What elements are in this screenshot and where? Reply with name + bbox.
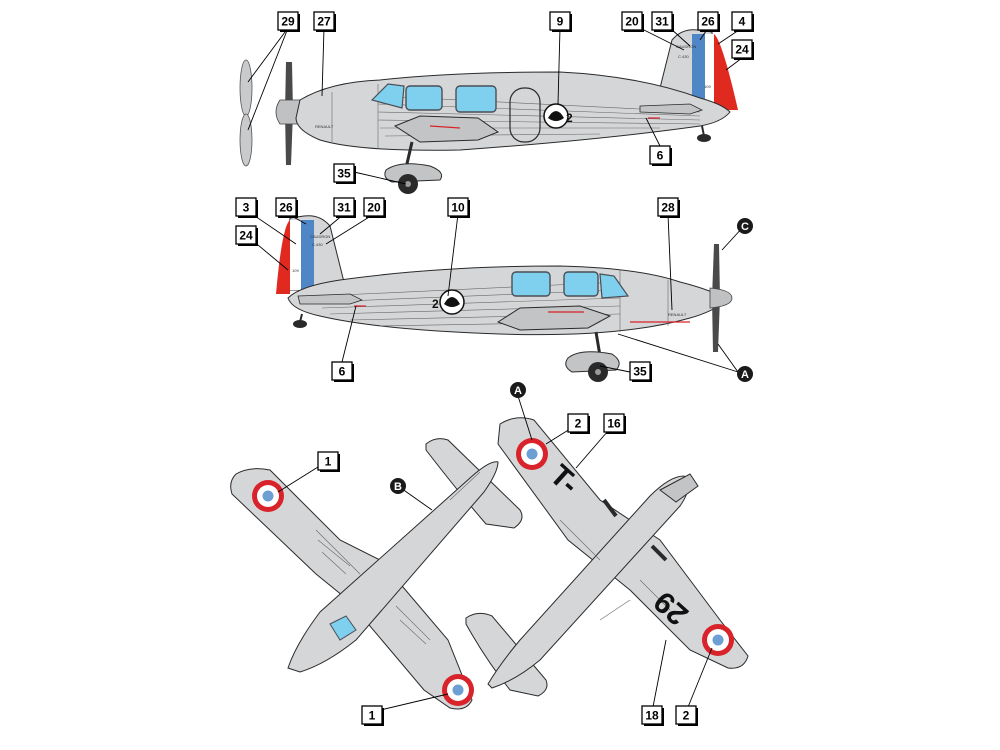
fuselage-number-right: 2 [432, 297, 439, 311]
svg-text:24: 24 [735, 43, 749, 57]
leader-lines [247, 27, 745, 713]
callout-label: 18 [641, 705, 664, 726]
fin-text-1-right: CAUDRON [310, 234, 330, 239]
circle-callout-a-side: A [737, 366, 753, 382]
fin-text-2-right: C.430 [312, 242, 323, 247]
svg-text:27: 27 [317, 15, 331, 29]
circle-callout-c: C [737, 218, 753, 234]
callout-label: 26 [275, 197, 298, 218]
svg-text:35: 35 [337, 167, 351, 181]
svg-text:2: 2 [575, 417, 582, 431]
roundel-icon [442, 674, 474, 706]
svg-text:1: 1 [369, 709, 376, 723]
svg-text:1: 1 [325, 455, 332, 469]
svg-text:6: 6 [657, 149, 664, 163]
fin-text-1: CAUDRON [676, 44, 696, 49]
callout-label: 35 [333, 163, 356, 184]
callouts-bottom: 1 2 16 1 18 2 [317, 413, 698, 726]
callout-label: 31 [651, 11, 674, 32]
callout-label: 6 [331, 361, 354, 382]
roundel-icon [516, 438, 548, 470]
plan-view-lower: T- 29 [465, 417, 749, 697]
propeller-icon [709, 244, 733, 352]
fuselage-number: 2 [566, 111, 573, 125]
svg-text:9: 9 [557, 15, 564, 29]
callout-label: 4 [731, 11, 754, 32]
callout-label: 6 [649, 145, 672, 166]
svg-text:26: 26 [701, 15, 715, 29]
svg-text:C: C [741, 221, 749, 233]
svg-text:18: 18 [645, 709, 659, 723]
svg-text:B: B [394, 481, 402, 493]
svg-text:3: 3 [243, 201, 250, 215]
callouts-top: 29 27 9 20 31 26 4 24 6 35 [277, 11, 754, 184]
fin-code: 109 [704, 84, 711, 89]
svg-text:4: 4 [739, 15, 746, 29]
engine-text: RENAULT [315, 124, 334, 129]
callout-label: 24 [235, 225, 258, 246]
roundel-icon [252, 480, 284, 512]
svg-text:31: 31 [655, 15, 669, 29]
callout-label: 1 [317, 451, 340, 472]
circle-callouts: C A A B [390, 218, 753, 494]
propeller-icon [239, 59, 301, 167]
callout-label: 35 [629, 361, 652, 382]
svg-text:35: 35 [633, 365, 647, 379]
callout-label: 1 [361, 705, 384, 726]
side-profile-left: 2 CAUDRON C.430 109 RENAULT [239, 29, 738, 194]
svg-text:6: 6 [339, 365, 346, 379]
svg-text:29: 29 [281, 15, 295, 29]
callout-label: 27 [313, 11, 336, 32]
callouts-middle: 3 26 31 20 24 10 28 6 35 [235, 197, 680, 382]
callout-label: 28 [657, 197, 680, 218]
callout-label: 3 [235, 197, 258, 218]
callout-label: 20 [363, 197, 386, 218]
svg-text:2: 2 [683, 709, 690, 723]
callout-label: 29 [277, 11, 300, 32]
svg-text:26: 26 [279, 201, 293, 215]
callout-label: 24 [731, 39, 754, 60]
svg-text:31: 31 [337, 201, 351, 215]
callout-label: 2 [675, 705, 698, 726]
svg-text:16: 16 [607, 417, 621, 431]
circle-callout-a-top: A [510, 382, 526, 398]
circle-callout-b: B [390, 478, 406, 494]
callout-label: 10 [447, 197, 470, 218]
callout-label: 20 [621, 11, 644, 32]
callout-label: 9 [549, 11, 572, 32]
plan-view-upper [230, 438, 523, 710]
side-profile-right: 2 CAUDRON C.430 109 RENAULT [276, 215, 733, 382]
callout-label: 31 [333, 197, 356, 218]
svg-text:24: 24 [239, 229, 253, 243]
svg-text:20: 20 [625, 15, 639, 29]
callout-label: 2 [567, 413, 590, 434]
callout-label: 26 [697, 11, 720, 32]
svg-text:A: A [514, 385, 522, 397]
fin-text-2: C.430 [678, 54, 689, 59]
svg-text:20: 20 [367, 201, 381, 215]
callout-label: 16 [603, 413, 626, 434]
svg-text:28: 28 [661, 201, 675, 215]
roundel-icon [702, 624, 734, 656]
svg-text:10: 10 [451, 201, 465, 215]
engine-text-right: RENAULT [668, 312, 687, 317]
fin-code-right: 109 [292, 268, 299, 273]
svg-text:A: A [741, 369, 749, 381]
